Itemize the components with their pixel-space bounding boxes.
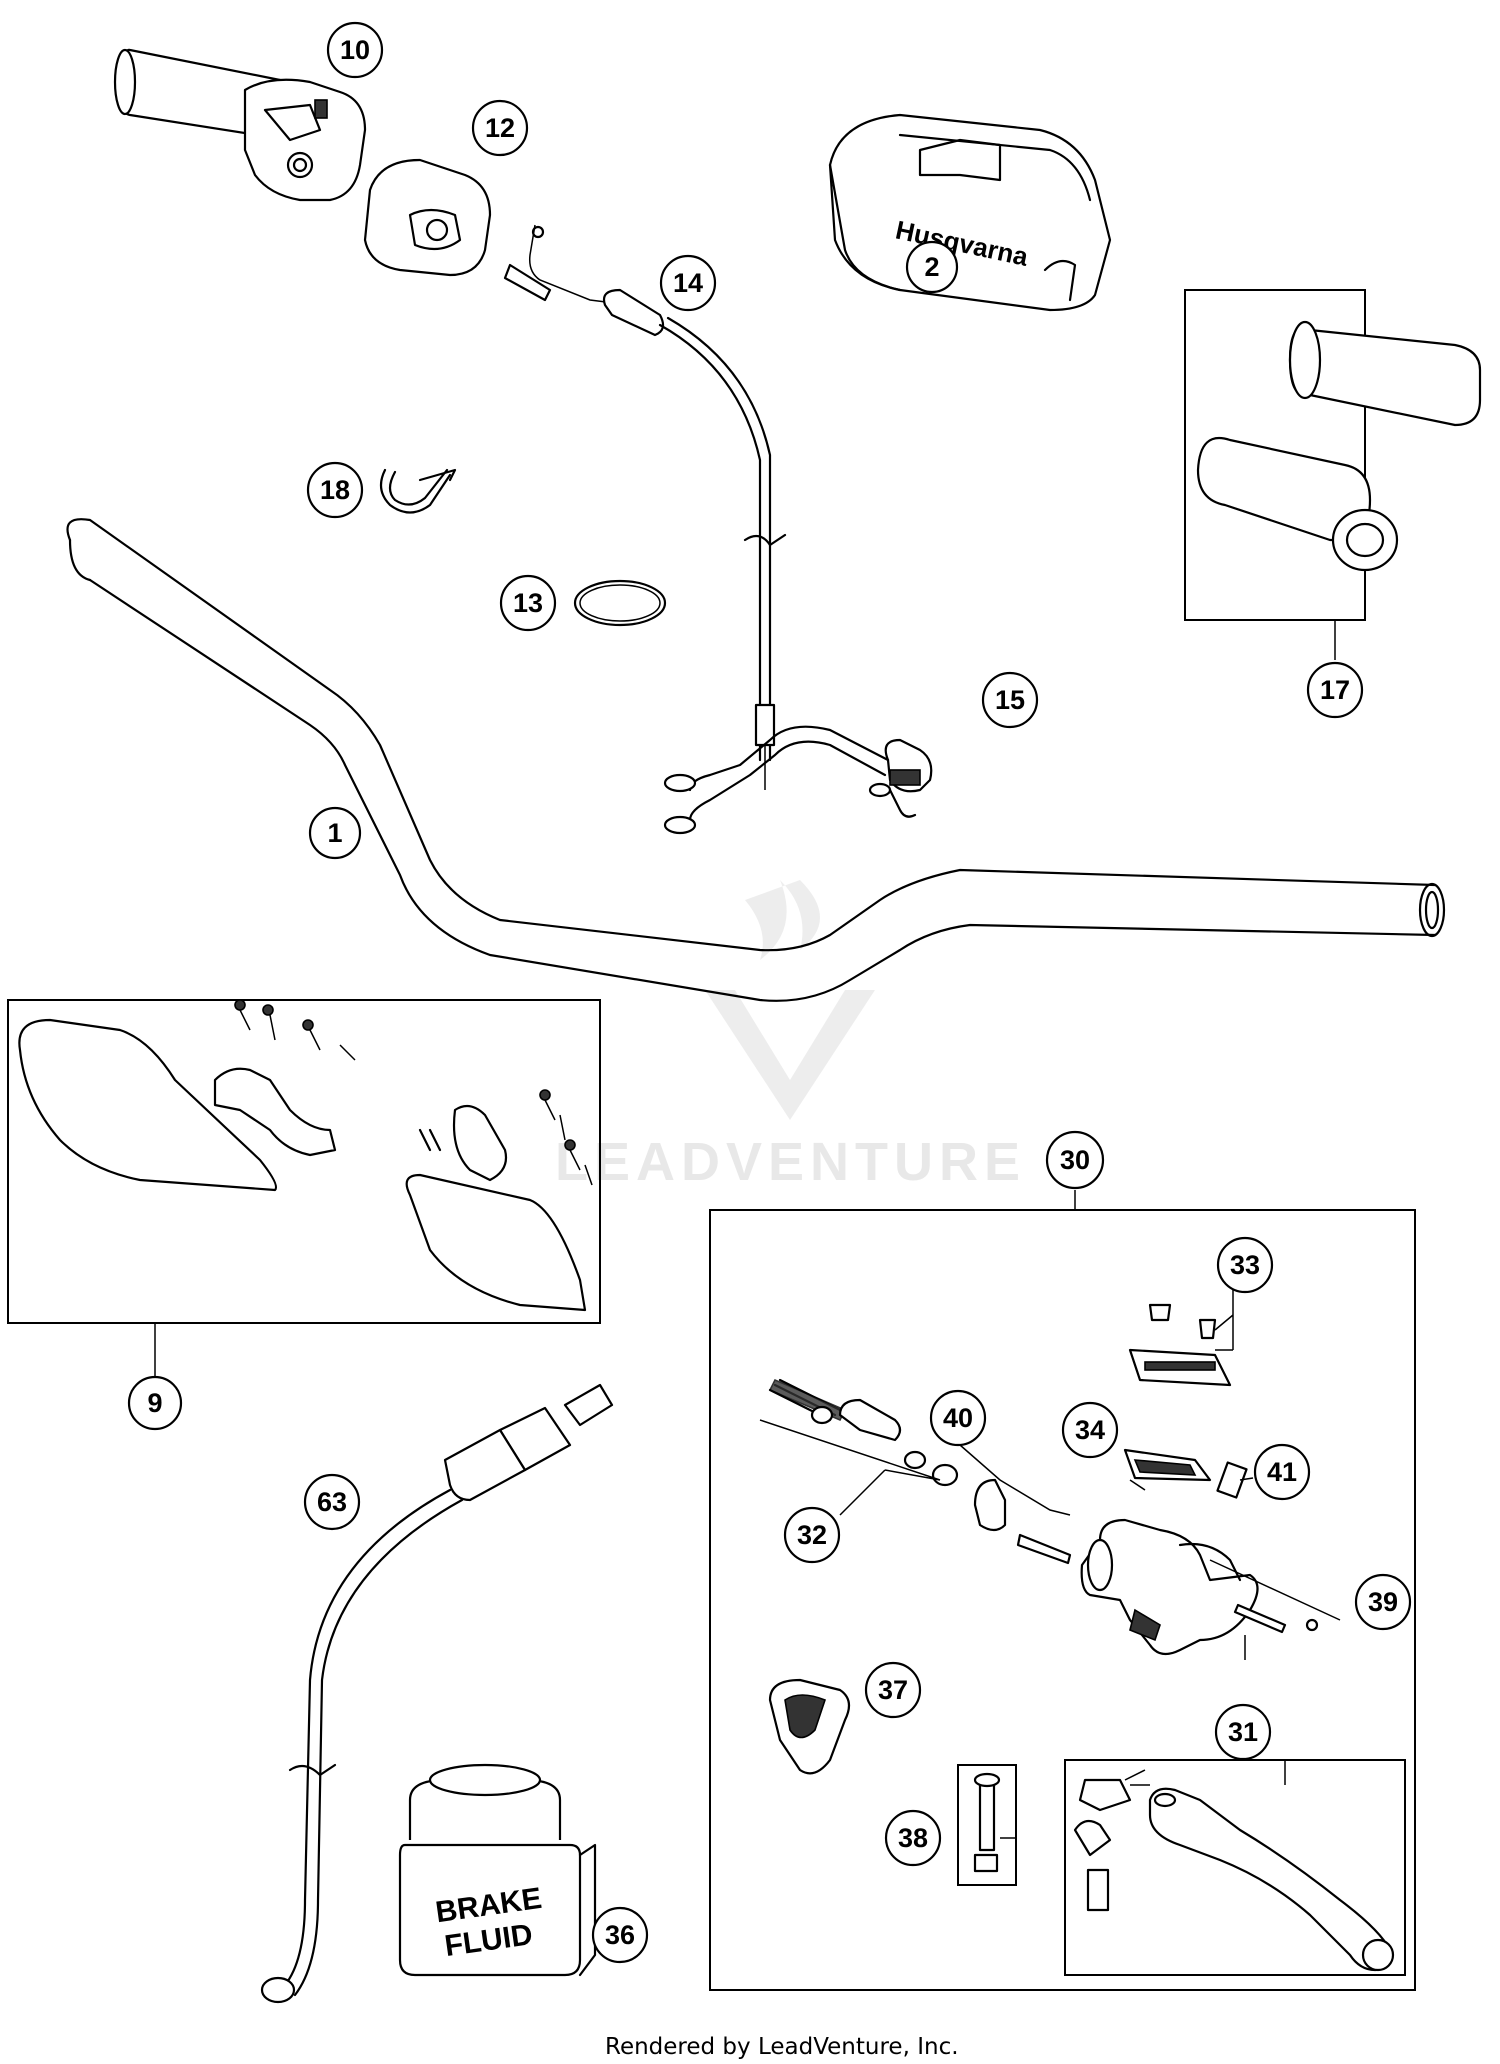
svg-text:39: 39 [1368, 1587, 1398, 1617]
callout-14: 14 [659, 254, 717, 312]
footer-credit: Rendered by LeadVenture, Inc. [605, 2034, 959, 2060]
svg-text:32: 32 [797, 1520, 827, 1550]
svg-text:38: 38 [898, 1823, 928, 1853]
callouts: 1 2 9 10 12 13 14 15 17 18 30 31 32 33 3… [127, 21, 1412, 1964]
handlebar-pad: Husqvarna [828, 113, 1112, 312]
callout-10: 10 [326, 21, 384, 79]
brake-lever-kit [1064, 1759, 1406, 1976]
callout-15: 15 [981, 671, 1039, 729]
throttle-assembly [113, 48, 367, 202]
svg-text:9: 9 [147, 1388, 162, 1418]
watermark-text: LEADVENTURE [555, 1132, 1026, 1192]
svg-text:33: 33 [1230, 1250, 1260, 1280]
svg-text:41: 41 [1267, 1457, 1297, 1487]
watermark: LEADVENTURE [555, 880, 1026, 1192]
handlebar [66, 518, 1446, 1002]
callout-37: 37 [864, 1661, 922, 1719]
svg-text:15: 15 [995, 685, 1025, 715]
callout-2: 2 [905, 240, 959, 294]
grips-kit [1184, 289, 1482, 621]
svg-text:12: 12 [485, 113, 515, 143]
brake-fluid-bottle: BRAKE FLUID [398, 1763, 597, 1977]
callout-18: 18 [306, 461, 364, 519]
svg-text:30: 30 [1060, 1145, 1090, 1175]
kill-switch [663, 725, 933, 835]
callout-39: 39 [1354, 1573, 1412, 1631]
callout-1: 1 [308, 806, 362, 860]
callout-38: 38 [884, 1809, 942, 1867]
brake-hose [260, 1383, 614, 2004]
callout-30: 30 [1045, 1130, 1105, 1190]
callout-31: 31 [1214, 1703, 1272, 1761]
o-ring [573, 579, 667, 627]
svg-text:10: 10 [340, 35, 370, 65]
svg-text:31: 31 [1228, 1717, 1258, 1747]
throttle-housing-cover [363, 158, 492, 277]
callout-17: 17 [1306, 661, 1364, 719]
svg-text:13: 13 [513, 588, 543, 618]
callout-36: 36 [591, 1906, 649, 1964]
callout-32: 32 [783, 1506, 841, 1564]
throttle-cable [503, 224, 787, 790]
callout-63: 63 [303, 1473, 361, 1531]
callout-34: 34 [1061, 1401, 1119, 1459]
cable-tie [379, 468, 457, 514]
svg-text:37: 37 [878, 1675, 908, 1705]
hand-guard-kit [7, 999, 601, 1324]
svg-text:1: 1 [327, 818, 342, 848]
svg-text:36: 36 [605, 1920, 635, 1950]
callout-33: 33 [1216, 1236, 1274, 1294]
svg-text:18: 18 [320, 475, 350, 505]
svg-text:34: 34 [1075, 1415, 1105, 1445]
leader-lines [154, 620, 1341, 1839]
svg-text:17: 17 [1320, 675, 1350, 705]
callout-12: 12 [471, 99, 529, 157]
svg-text:14: 14 [673, 268, 703, 298]
master-cylinder-kit [709, 1209, 1416, 1991]
callout-41: 41 [1253, 1443, 1311, 1501]
callout-13: 13 [499, 574, 557, 632]
svg-text:2: 2 [924, 252, 939, 282]
svg-text:63: 63 [317, 1487, 347, 1517]
callout-9: 9 [127, 1375, 183, 1431]
svg-text:40: 40 [943, 1403, 973, 1433]
callout-40: 40 [929, 1389, 987, 1447]
